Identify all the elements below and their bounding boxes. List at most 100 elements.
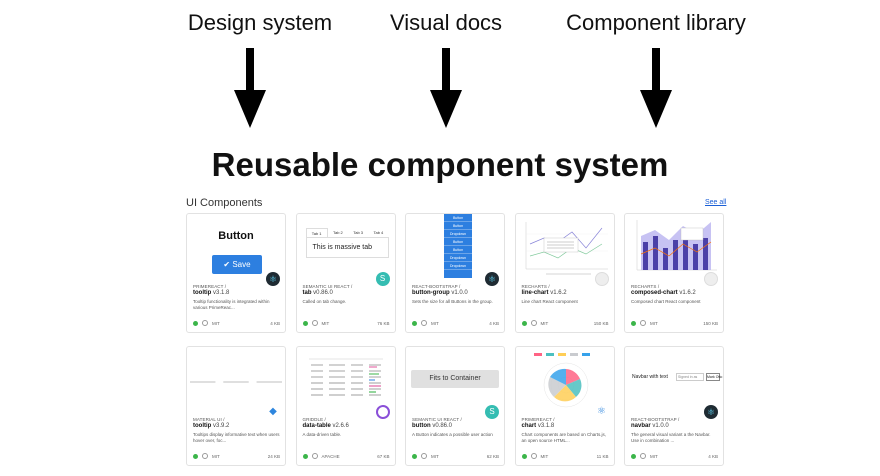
preview-navbar-button: Mark Otto xyxy=(706,373,723,381)
copyright-icon xyxy=(421,453,427,459)
bundle-size: 62 KB xyxy=(486,454,499,459)
preview-navbar-input: Signed in as xyxy=(676,373,704,381)
card-name: tooltip v3.9.2 xyxy=(193,423,230,429)
card-preview xyxy=(187,347,285,415)
component-card-data-table[interactable]: GRIDDLE / data-table v2.6.6 A data-drive… xyxy=(295,346,396,466)
card-description: Tooltip functionality is integrated with… xyxy=(193,299,270,311)
card-name: navbar v1.0.0 xyxy=(631,423,669,429)
card-preview xyxy=(516,347,614,415)
card-preview: Button ✔ Save xyxy=(187,214,285,282)
preview-button-group: Button Button Dropdown Button Button Dro… xyxy=(444,214,472,278)
react-bootstrap-logo-icon: ⚛ xyxy=(704,405,718,419)
copyright-icon xyxy=(202,453,208,459)
component-card-chart[interactable]: ⚛ PRIMEREACT / chart v3.1.8 Chart compon… xyxy=(514,346,615,466)
card-footer: MIT 24 KB xyxy=(193,453,280,461)
component-card-button-group[interactable]: Button Button Dropdown Button Button Dro… xyxy=(405,213,505,333)
card-library: PRIMEREACT / xyxy=(521,417,555,422)
component-card-composed-chart[interactable]: RECHARTS / composed-chart v1.6.2 Compose… xyxy=(624,213,724,333)
card-description: Tooltips display informative text when u… xyxy=(193,432,280,444)
polar-chart-thumbnail xyxy=(533,353,590,408)
preview-navbar-brand: Navbar with text xyxy=(632,374,668,380)
card-preview: Tab 1 Tab 2 Tab 3 Tab 4 This is massive … xyxy=(297,214,395,282)
card-name: line-chart v1.6.2 xyxy=(521,290,567,296)
main-title: Reusable component system xyxy=(211,146,669,183)
recharts-logo-icon xyxy=(594,272,609,286)
card-library: SEMANTIC UI REACT / xyxy=(412,417,462,422)
copyright-icon xyxy=(530,320,537,326)
down-arrow-icon xyxy=(640,48,672,128)
card-footer: MIT 62 KB xyxy=(412,453,499,461)
preview-tab-body: This is massive tab xyxy=(305,238,389,258)
recharts-logo-icon xyxy=(704,272,718,286)
react-logo-icon: ⚛ xyxy=(594,405,609,419)
component-card-button[interactable]: Fits to Container S SEMANTIC UI REACT / … xyxy=(405,346,505,466)
card-name: tooltip v3.1.8 xyxy=(193,290,230,296)
status-dot-icon xyxy=(302,321,308,326)
card-library: GRIDDLE / xyxy=(302,417,326,422)
status-dot-icon xyxy=(193,321,198,326)
license-label: MIT xyxy=(431,321,439,326)
card-preview: Navbar with text Signed in as Mark Otto xyxy=(625,347,723,415)
card-description: Called on tab change. xyxy=(302,299,347,304)
license-label: APACHE xyxy=(321,454,340,459)
bundle-size: 150 KB xyxy=(593,321,609,326)
card-description: Sets the size for all Buttons in the gro… xyxy=(412,299,493,304)
copyright-icon xyxy=(640,320,646,326)
preview-group-item: Dropdown xyxy=(444,262,472,270)
preview-group-item: Button xyxy=(444,246,472,254)
card-library: REACT-BOOTSTRAP / xyxy=(631,417,680,422)
card-library: SEMANTIC UI REACT / xyxy=(302,284,353,289)
bundle-size: 4 KB xyxy=(270,321,280,326)
see-all-link[interactable]: See all xyxy=(705,199,727,206)
license-label: MIT xyxy=(540,454,549,459)
component-card-tab[interactable]: Tab 1 Tab 2 Tab 3 Tab 4 This is massive … xyxy=(295,213,396,333)
status-dot-icon xyxy=(193,454,198,459)
component-card-material-tooltip[interactable]: ◆ MATERIAL UI / tooltip v3.9.2 Tooltips … xyxy=(186,346,286,466)
card-description: The general visual variant a the Navbar.… xyxy=(631,432,711,444)
preview-tooltip-row xyxy=(190,380,282,384)
composed-chart-thumbnail xyxy=(636,220,717,271)
check-icon: ✔ xyxy=(223,260,231,269)
license-label: MIT xyxy=(431,454,439,459)
semantic-ui-logo-icon: S xyxy=(375,272,390,286)
card-description: A Button indicates a possible user actio… xyxy=(412,432,493,437)
status-dot-icon xyxy=(412,454,417,459)
preview-tab: Tab 4 xyxy=(373,230,384,235)
preview-tabs: Tab 1 Tab 2 Tab 3 Tab 4 xyxy=(305,228,389,238)
design-system-label: Design system xyxy=(187,10,333,35)
card-footer: MIT 4 KB xyxy=(193,320,280,328)
status-dot-icon xyxy=(631,321,636,326)
down-arrow-icon xyxy=(430,48,462,128)
component-card-navbar[interactable]: Navbar with text Signed in as Mark Otto … xyxy=(624,346,724,466)
preview-fit-button: Fits to Container xyxy=(411,370,499,388)
semantic-ui-logo-icon: S xyxy=(485,405,499,419)
card-preview xyxy=(625,214,723,282)
preview-tab: Tab 3 xyxy=(353,230,364,235)
preview-tab: Tab 1 xyxy=(305,228,328,237)
component-card-line-chart[interactable]: RECHARTS / line-chart v1.6.2 Line chart … xyxy=(514,213,615,333)
preview-group-item: Button xyxy=(444,214,472,222)
component-library-label: Component library xyxy=(566,10,746,35)
license-label: MIT xyxy=(212,454,220,459)
preview-title: Button xyxy=(218,230,254,242)
status-dot-icon xyxy=(521,454,527,459)
preview-save-button: ✔ Save xyxy=(212,255,262,274)
bundle-size: 11 KB xyxy=(596,454,609,459)
preview-group-item: Button xyxy=(444,222,472,230)
react-bootstrap-logo-icon: ⚛ xyxy=(485,272,499,286)
bundle-size: 76 KB xyxy=(377,321,390,326)
license-label: MIT xyxy=(540,321,549,326)
component-card-tooltip[interactable]: Button ✔ Save ⚛ PRIMEREACT / tooltip v3.… xyxy=(186,213,286,333)
card-library: RECHARTS / xyxy=(521,284,550,289)
card-name: data-table v2.6.6 xyxy=(302,423,349,429)
bundle-size: 4 KB xyxy=(489,321,499,326)
card-library: MATERIAL UI / xyxy=(193,417,225,422)
card-library: RECHARTS / xyxy=(631,284,660,289)
status-dot-icon xyxy=(631,454,636,459)
card-footer: APACHE 67 KB xyxy=(302,453,390,461)
copyright-icon xyxy=(421,320,427,326)
preview-navbar: Navbar with text Signed in as Mark Otto xyxy=(632,372,723,382)
copyright-icon xyxy=(640,453,646,459)
license-label: MIT xyxy=(650,454,658,459)
copyright-icon xyxy=(311,320,318,326)
